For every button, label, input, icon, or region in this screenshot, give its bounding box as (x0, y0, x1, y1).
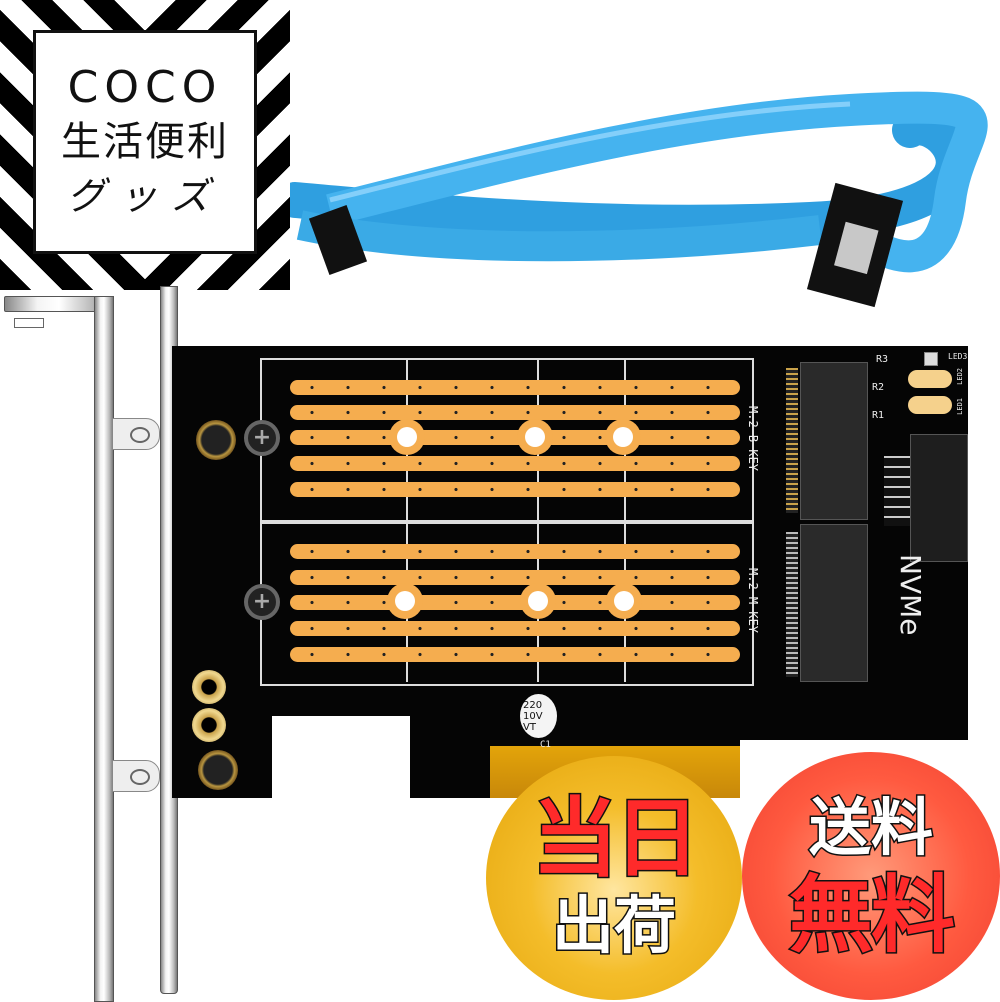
r3-label: R3 (876, 354, 889, 365)
same-day-line-2: 出荷 (550, 888, 677, 964)
sata-port (910, 434, 968, 562)
led2-label: LED2 (956, 368, 964, 385)
slot-b-label: M.2 B KEY (746, 406, 760, 472)
logo-line-2: 生活便利 (61, 119, 229, 165)
mount-hole (517, 419, 553, 455)
m2-connector-m (800, 524, 868, 682)
screw-icon (196, 420, 236, 460)
sata-cable-image (290, 91, 988, 308)
sata-connector-left (308, 204, 368, 276)
m2-connector-b (800, 362, 868, 520)
same-day-line-1: 当日 (531, 789, 702, 889)
free-shipping-line-1: 送料 (807, 790, 934, 866)
logo-line-3: グッズ (66, 174, 223, 218)
pcie-edge-tab (410, 686, 490, 798)
capacitor: 220 10V VT (520, 694, 557, 738)
screw-icon (198, 750, 238, 790)
mount-hole (605, 419, 641, 455)
mount-hole (387, 583, 423, 619)
led1-label: LED1 (956, 398, 964, 415)
free-shipping-line-2: 無料 (787, 866, 956, 965)
led3-label: LED3 (948, 352, 968, 361)
sata-connector-right (806, 182, 904, 308)
nvme-label: NVMe (894, 554, 927, 636)
standoff-plus-icon: + (244, 420, 280, 456)
nvme-adapter-pcb: + + M.2 B KEY M.2 M KEY R3 R2 R1 LED3 LE… (172, 346, 968, 798)
mount-hole (389, 419, 425, 455)
led-icon (924, 352, 938, 366)
brass-standoff-icon (192, 708, 226, 742)
logo-box: COCO 生活便利 グッズ (33, 30, 257, 254)
brand-logo: COCO 生活便利 グッズ (0, 0, 290, 290)
r2-label: R2 (872, 382, 885, 393)
same-day-shipping-badge: 当日 出荷 (486, 756, 742, 1000)
r1-label: R1 (872, 410, 885, 421)
logo-line-1: COCO (67, 62, 223, 113)
brass-standoff-icon (192, 670, 226, 704)
led-pad (908, 396, 952, 414)
standoff-plus-icon: + (244, 584, 280, 620)
capacitor-ref-label: C1 (540, 740, 551, 750)
free-shipping-badge: 送料 無料 (742, 752, 1000, 1000)
mount-hole (606, 583, 642, 619)
slot-m-label: M.2 M KEY (746, 568, 760, 634)
led-pad (908, 370, 952, 388)
mount-hole (520, 583, 556, 619)
